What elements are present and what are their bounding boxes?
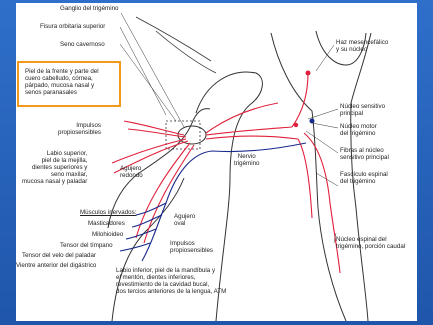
tensor-velo-label: Tensor del velo del paladar [22,252,96,259]
nucleo-sensitivo-label: Núcleo sensitivo principal [340,103,385,117]
tensor-timpano-label: Tensor del tímpano [60,242,113,249]
fibras-label: Fibras al núcleo sensitivo principal [340,147,389,161]
nucleo-espinal-label: Núcleo espinal del trigémino, porción ca… [336,236,405,250]
forehead-skin-highlight-box: Piel de la frente y parte del cuero cabe… [17,61,121,107]
impulsos-1-label: Impulsos propiosensibles [58,122,101,136]
nervio-trigemino-label: Nervio trigémino [234,153,259,167]
labio-inferior-label: Labio inferior, piel de la mandíbula y e… [116,267,226,295]
diagram-panel: Piel de la frente y parte del cuero cabe… [16,3,417,321]
nucleo-motor-label: Núcleo motor del trigémino [340,123,377,137]
impulsos-2-label: Impulsos propiosensibles [170,240,213,254]
piel-frente-label: Piel de la frente y parte del cuero cabe… [25,68,99,96]
masticadores-label: Masticadores [88,220,125,227]
milohioideo-label: Milohioideo [92,231,123,238]
fasciculo-label: Fascículo espinal del trigémino [340,171,388,185]
agujero-redondo-label: Agujero redondo [120,165,143,179]
vientre-label: Vientre anterior del digástrico [16,262,96,269]
ganglio-label: Ganglio del trigémino [60,5,118,12]
seno-label: Seno cavernoso [60,41,105,48]
musculos-label: Músculos inervados: [80,209,136,216]
haz-mesencefalico-label: Haz mesencefálico y su núcleo [336,39,388,53]
fisura-label: Fisura orbitaria superior [40,23,105,30]
labio-superior-label: Labio superior, piel de la mejilla, dien… [22,150,87,185]
agujero-oval-label: Agujero oval [174,213,195,227]
